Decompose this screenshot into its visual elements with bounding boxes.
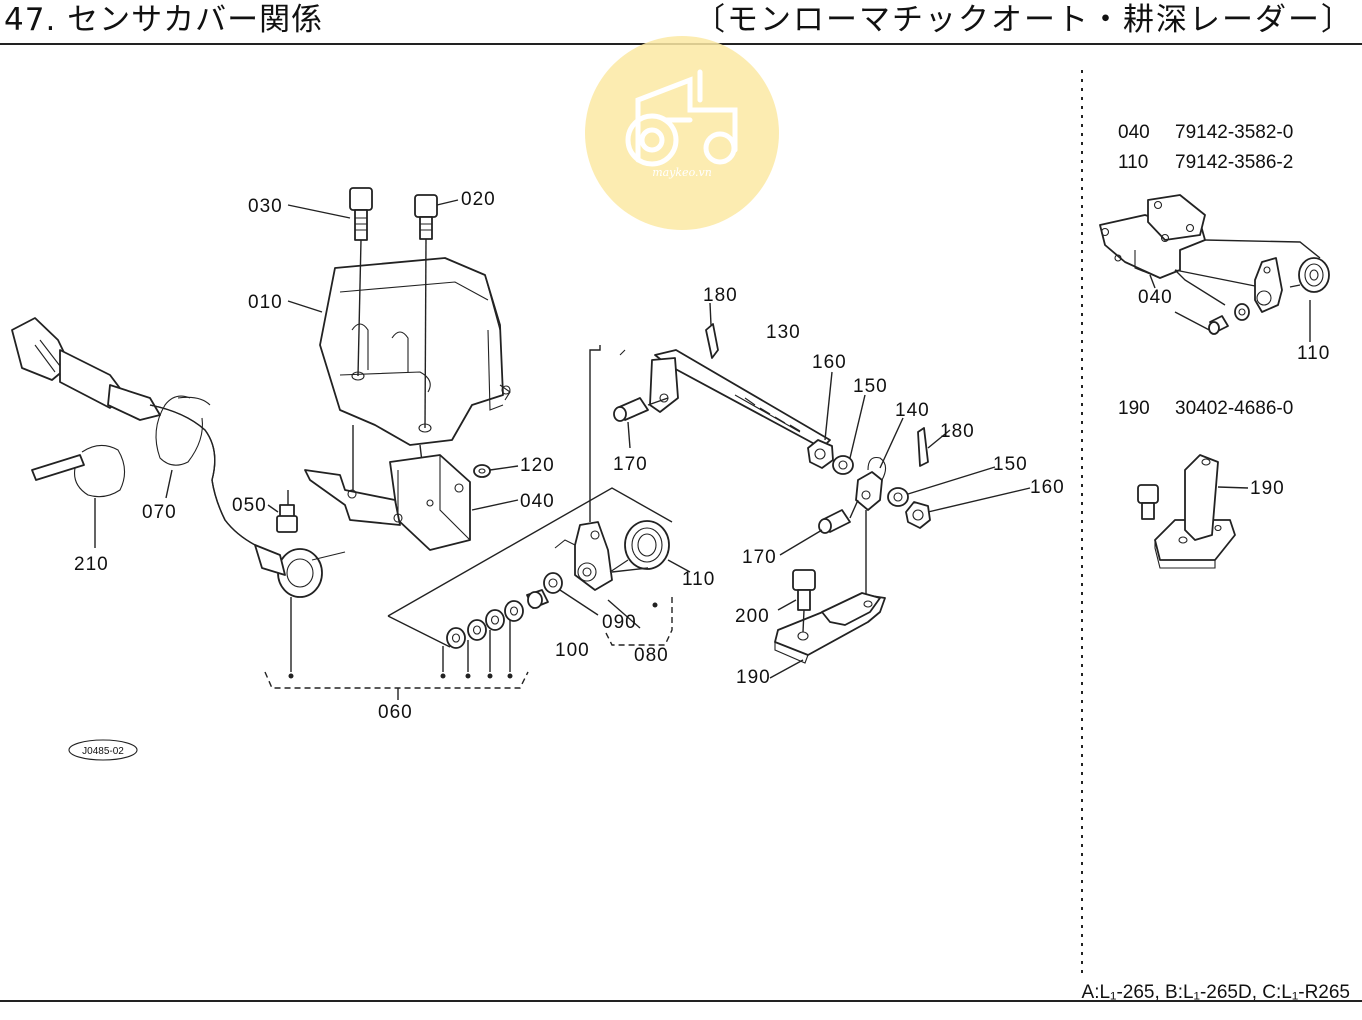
- part-170-pin: [613, 397, 649, 422]
- part-210-cable-tie: [31, 444, 126, 498]
- watermark-logo: maykeo.vn: [585, 36, 779, 230]
- side-callout-190: 190: [1250, 478, 1285, 499]
- part-160-nut: [807, 439, 834, 469]
- side-ref-part-040: 79142-3582-0: [1175, 122, 1293, 143]
- callout-080: 080: [634, 645, 669, 666]
- part-120-washer: [473, 464, 491, 478]
- callout-140: 140: [895, 400, 930, 421]
- side-ref-part-190: 30402-4686-0: [1175, 398, 1293, 419]
- part-150-washer-lower: [887, 487, 909, 507]
- part-010-cover: [319, 257, 511, 446]
- part-160-nut-lower: [905, 501, 931, 529]
- part-130-shaft: [619, 349, 831, 449]
- callout-210: 210: [74, 554, 109, 575]
- part-040-bracket: [304, 454, 471, 551]
- side-ref-part-110: 79142-3586-2: [1175, 152, 1293, 173]
- side-assembly-040-110: [1099, 194, 1330, 335]
- callout-110: 110: [682, 569, 715, 590]
- side-ref-no-190: 190: [1118, 398, 1150, 419]
- part-090-arm: [554, 521, 613, 591]
- part-060-washers: [446, 600, 524, 649]
- side-callout-110: 110: [1297, 343, 1330, 364]
- callout-100: 100: [555, 640, 590, 661]
- part-170-pin-right: [818, 509, 851, 534]
- model-footer: A:L₁-265, B:L₁-265D, C:L₁-R265: [1081, 982, 1350, 1003]
- callout-190: 190: [736, 667, 771, 688]
- tractor-icon: [625, 69, 738, 167]
- part-140-joint: [855, 456, 887, 511]
- watermark-text: maykeo.vn: [652, 166, 712, 179]
- callout-070: 070: [142, 502, 177, 523]
- callout-030: 030: [248, 196, 283, 217]
- callout-170-right: 170: [742, 547, 777, 568]
- part-180-split-pin-right: [917, 427, 929, 467]
- callout-170-left: 170: [613, 454, 648, 475]
- callout-130: 130: [766, 322, 801, 343]
- callout-150-top: 150: [853, 376, 888, 397]
- callout-180-right: 180: [940, 421, 975, 442]
- part-070-sensor-harness: [11, 317, 346, 598]
- part-030-bolt: [349, 187, 373, 241]
- side-ref-110: 110 79142-3586-2: [1118, 152, 1293, 173]
- callout-160-top: 160: [812, 352, 847, 373]
- side-ref-no-110: 110: [1118, 152, 1148, 173]
- part-180-split-pin: [705, 323, 719, 359]
- callout-010: 010: [248, 292, 283, 313]
- model-variant: 〔モンローマチックオート・耕深レーダー〕: [694, 2, 1354, 38]
- drawing-code-badge: J0485-02: [68, 739, 138, 761]
- side-assembly-190: [1137, 454, 1236, 569]
- side-ref-190: 190 30402-4686-0: [1118, 398, 1293, 419]
- part-020-bolt: [414, 194, 438, 240]
- callout-180-top: 180: [703, 285, 738, 306]
- part-050-bolt: [276, 504, 298, 533]
- page-title: 47. センサカバー関係: [4, 2, 324, 38]
- callout-020: 020: [461, 189, 496, 210]
- callout-050: 050: [232, 495, 267, 516]
- part-190-bracket: [774, 592, 886, 664]
- part-200-bolt: [792, 569, 816, 611]
- callout-200: 200: [735, 606, 770, 627]
- callout-160-right: 160: [1030, 477, 1065, 498]
- callout-040: 040: [520, 491, 555, 512]
- callout-120: 120: [520, 455, 555, 476]
- side-ref-no-040: 040: [1118, 122, 1150, 143]
- side-callout-040: 040: [1138, 287, 1173, 308]
- callout-060: 060: [378, 702, 413, 723]
- part-110-spring: [609, 520, 670, 573]
- part-150-washer: [832, 455, 854, 475]
- callout-150-right: 150: [993, 454, 1028, 475]
- footer-rule: [0, 1000, 1362, 1002]
- side-ref-040: 040 79142-3582-0: [1118, 122, 1293, 143]
- part-100-collar: [526, 572, 563, 609]
- drawing-code: J0485-02: [82, 746, 124, 757]
- callout-090: 090: [602, 612, 637, 633]
